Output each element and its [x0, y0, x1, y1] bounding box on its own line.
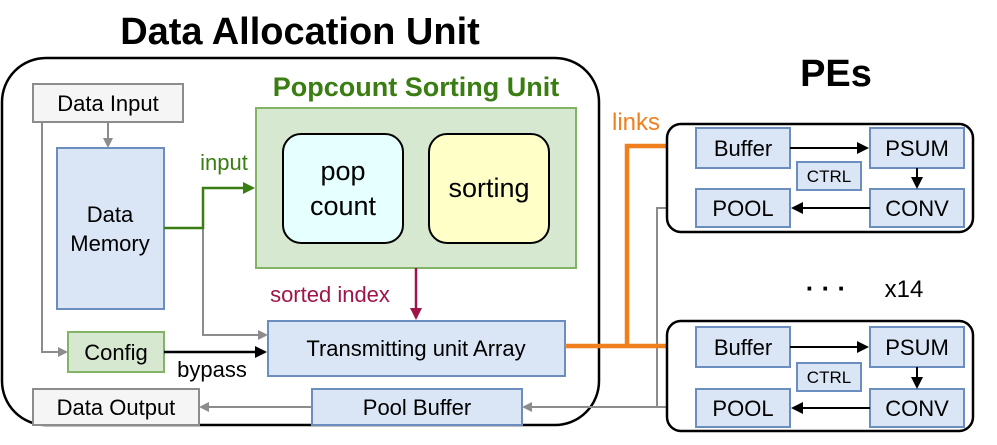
input-arrow	[164, 182, 255, 230]
pe-pool-box	[695, 388, 791, 428]
transmitting-array-label: Transmitting unit Array	[306, 336, 525, 361]
pe-conv-box	[869, 188, 965, 228]
pe-ctrl-label: CTRL	[807, 368, 851, 387]
pe-conv-box	[869, 388, 965, 428]
repeat-count: x14	[885, 276, 924, 303]
transmitting-array-box	[267, 320, 566, 377]
pe-unit-2: Buffer PSUM CTRL POOL CONV	[665, 319, 975, 433]
pe-pool-label: POOL	[712, 196, 773, 221]
sorting-block	[428, 133, 550, 244]
data-memory-box	[56, 147, 165, 310]
pe-pool-label: POOL	[712, 396, 773, 421]
pool-buffer-box	[311, 388, 523, 426]
pool-buffer-label: Pool Buffer	[363, 395, 471, 420]
data-output-label: Data Output	[57, 395, 176, 420]
pe-ctrl-label: CTRL	[807, 167, 851, 186]
pe-buffer-label: Buffer	[714, 335, 772, 360]
data-memory-label-line2: Memory	[70, 231, 149, 256]
data-input-label: Data Input	[57, 91, 159, 116]
pe-pool-box	[695, 188, 791, 228]
pes-title: PEs	[800, 53, 872, 95]
popcount-block	[282, 133, 404, 244]
pe-ctrl-box	[796, 161, 862, 191]
dau-container	[0, 56, 601, 427]
config-label: Config	[84, 340, 148, 365]
input-label: input	[200, 150, 248, 175]
data-memory-label-line1: Data	[87, 202, 134, 227]
popcount-label-line1: pop	[320, 156, 365, 186]
pe-conv-label: CONV	[885, 196, 949, 221]
sorted-index-label: sorted index	[270, 282, 390, 307]
pe-unit-1: Buffer PSUM CTRL POOL CONV	[665, 122, 975, 234]
input-to-config-arrow	[41, 122, 68, 357]
pe-psum-box	[869, 326, 965, 368]
pe-buffer-label: Buffer	[714, 136, 772, 161]
links-label: links	[612, 109, 660, 136]
pe-ctrl-box	[796, 362, 862, 392]
data-output-box	[32, 388, 200, 426]
repeat-dots: · · ·	[806, 273, 846, 303]
popcount-unit-title: Popcount Sorting Unit	[273, 72, 559, 102]
pe-psum-box	[869, 127, 965, 169]
pe-psum-label: PSUM	[885, 335, 949, 360]
pe-psum-label: PSUM	[885, 136, 949, 161]
diagram-title: Data Allocation Unit	[120, 11, 480, 53]
memory-to-transmit-arrow	[164, 227, 268, 340]
popcount-label-line2: count	[310, 191, 377, 221]
pe-conv-label: CONV	[885, 396, 949, 421]
bypass-label: bypass	[177, 357, 247, 382]
sorting-label: sorting	[448, 173, 529, 203]
